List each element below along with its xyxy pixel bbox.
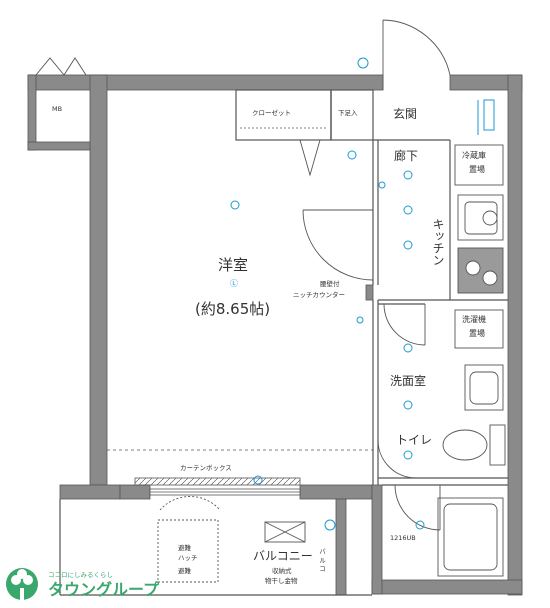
western-room-label: 洋室 <box>218 256 249 274</box>
refuge-label: 避難 <box>178 567 191 575</box>
storage-label-2: 物干し金物 <box>265 577 298 585</box>
logo-tagline: ココロにしみるくらし <box>48 571 113 579</box>
balcony-label: バルコニー <box>253 549 313 563</box>
electrical-symbols <box>230 57 495 531</box>
curtain-box-label: カーテンボックス <box>180 464 232 472</box>
tree-icon <box>6 568 38 600</box>
closet-label: クローゼット <box>252 109 291 117</box>
western-room-area: (約8.65帖) <box>195 300 271 318</box>
built-in-fixtures <box>107 127 374 496</box>
corridor-label: 廊下 <box>394 149 419 163</box>
entrance-label: 玄関 <box>393 107 418 121</box>
unit-bath-label: 1216UB <box>390 534 416 542</box>
logo-brand: タウングループ <box>48 580 160 599</box>
washer-label-1: 洗濯機 <box>462 315 486 324</box>
washer-label-2: 置場 <box>469 329 485 338</box>
refuge-hatch-label-2: ハッチ <box>178 554 198 562</box>
counter-label-1: 腰壁付 <box>320 280 340 288</box>
mb-label: MB <box>52 105 63 113</box>
balcony-side-label: バ ル コ <box>317 548 326 572</box>
lighting-icon: Ⓛ <box>230 279 238 288</box>
storage-label-1: 収納式 <box>272 567 292 575</box>
toilet-label: トイレ <box>396 433 433 447</box>
kitchen-label: キッチン <box>431 218 445 266</box>
interior-walls <box>59 89 508 596</box>
counter-label-2: ニッチカウンター <box>293 291 345 299</box>
washroom-label: 洗面室 <box>390 374 427 388</box>
kitchen-fixtures <box>157 144 506 583</box>
fridge-label-1: 冷蔵庫 <box>462 151 486 160</box>
refuge-hatch-label-1: 避難 <box>178 544 191 552</box>
exterior-walls <box>27 74 523 596</box>
fridge-label-2: 置場 <box>469 165 485 174</box>
shoe-cabinet-label: 下足入 <box>338 109 358 117</box>
doors <box>35 19 451 531</box>
